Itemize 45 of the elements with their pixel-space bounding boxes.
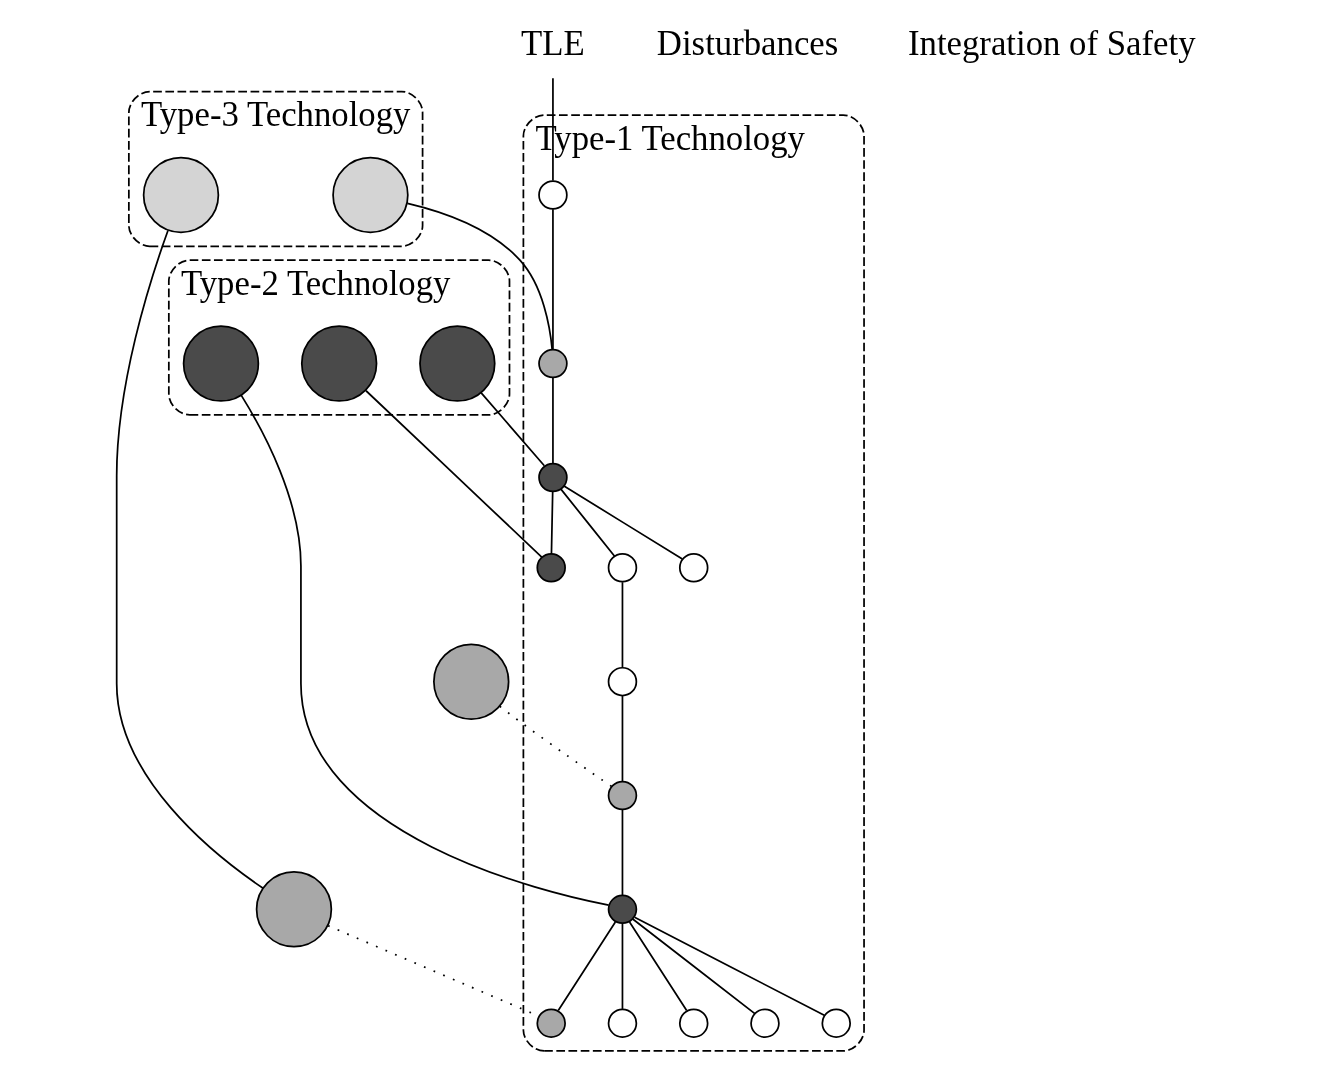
node-circle bbox=[538, 462, 568, 493]
node-circle bbox=[607, 553, 638, 583]
connector bbox=[621, 695, 624, 783]
node-circle bbox=[142, 156, 220, 234]
node-circle bbox=[607, 666, 638, 697]
connector bbox=[406, 202, 554, 351]
connector bbox=[557, 921, 617, 1012]
node-circle bbox=[182, 325, 260, 402]
connector bbox=[552, 377, 554, 465]
node-circle bbox=[607, 1008, 638, 1038]
connector bbox=[240, 394, 610, 906]
node-text: TLE bbox=[521, 24, 585, 64]
node-circle bbox=[538, 180, 568, 210]
connector bbox=[560, 488, 616, 558]
node-circle bbox=[821, 1008, 851, 1038]
node-circle bbox=[607, 894, 638, 925]
node-circle bbox=[332, 156, 409, 234]
node-circle bbox=[678, 1008, 709, 1038]
connector bbox=[633, 916, 826, 1017]
connector bbox=[115, 229, 264, 890]
node-circle bbox=[750, 1008, 780, 1038]
connector bbox=[480, 391, 546, 467]
connector bbox=[550, 491, 554, 555]
node-circle bbox=[607, 780, 638, 811]
connector bbox=[552, 208, 554, 351]
node-circle bbox=[536, 553, 566, 583]
node-circle bbox=[255, 871, 333, 948]
connector bbox=[631, 918, 756, 1015]
node-circle bbox=[536, 1008, 566, 1038]
connector bbox=[563, 485, 684, 560]
node-circle bbox=[538, 348, 568, 379]
cluster: Type-2 Technology bbox=[167, 259, 511, 416]
connector bbox=[628, 921, 688, 1012]
node-circle bbox=[678, 553, 709, 583]
node-circle bbox=[419, 325, 496, 402]
connector bbox=[365, 389, 543, 558]
cluster: Type-3 Technology bbox=[128, 90, 424, 248]
connector bbox=[621, 809, 624, 896]
connector bbox=[621, 922, 624, 1010]
connector bbox=[498, 705, 613, 788]
node-circle bbox=[433, 643, 510, 720]
label: Disturbances bbox=[656, 24, 839, 64]
label: Integration of Safety bbox=[907, 24, 1196, 64]
connector bbox=[621, 581, 624, 669]
node-circle bbox=[300, 325, 378, 402]
